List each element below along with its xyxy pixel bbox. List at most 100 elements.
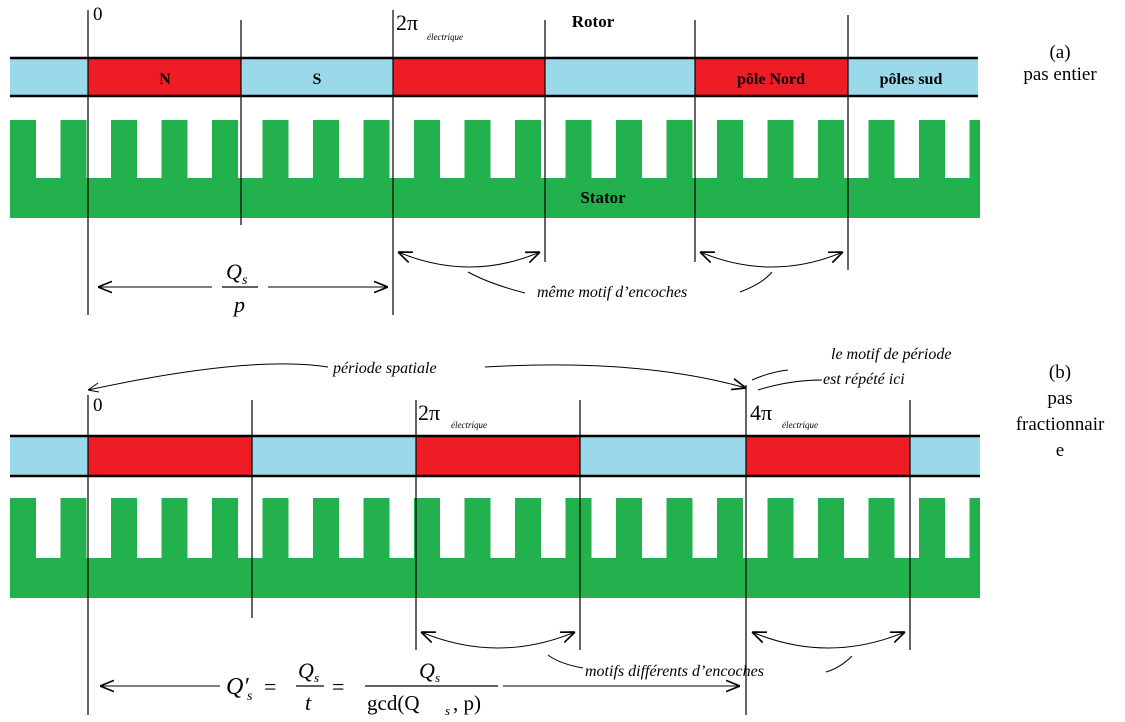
north-pole-segment — [88, 436, 252, 476]
stator-tooth — [464, 498, 491, 560]
two-pi-label-b: 2π — [418, 400, 440, 425]
stator-tooth — [262, 498, 289, 560]
south-pole-segment — [252, 436, 416, 476]
stator-a — [10, 120, 980, 218]
south-pole-segment — [910, 436, 980, 476]
formula-frac2-num-sub: s — [435, 670, 440, 685]
formula-frac2-den-sub: s — [445, 703, 450, 718]
stator-tooth — [565, 498, 592, 560]
formula-frac2-den-tail: , p) — [453, 691, 481, 715]
stator-tooth — [919, 120, 945, 180]
stator-tooth — [717, 120, 743, 180]
north-pole-segment — [88, 58, 241, 96]
stator-tooth — [60, 498, 87, 560]
stator-teeth — [10, 120, 980, 180]
south-pole-segment — [580, 436, 746, 476]
stator-tooth — [616, 498, 642, 560]
formula-frac1-den: t — [305, 690, 312, 715]
same-motif-arcs — [398, 252, 843, 294]
stator-tooth — [414, 120, 440, 180]
stator-tooth — [515, 498, 541, 560]
pole-label-n: N — [159, 71, 171, 88]
stator-tooth — [666, 120, 693, 180]
caption-b-line1: pas — [1047, 388, 1072, 409]
south-pole-segment — [10, 436, 88, 476]
pole-label-nord: pôle Nord — [737, 71, 805, 88]
caption-a-text: pas entier — [1023, 64, 1097, 85]
repeated-motif-line1: le motif de période — [831, 346, 951, 363]
zero-label-a: 0 — [93, 4, 103, 25]
caption-b-line2: fractionnair — [1016, 414, 1105, 435]
stator-tooth — [515, 120, 541, 180]
formula-eq2: = — [332, 674, 344, 699]
formula-numerator-q: Q — [226, 259, 242, 284]
panel-b: 0 2π électrique 4π électrique période sp… — [10, 346, 1105, 718]
different-motif-arcs — [421, 632, 905, 673]
formula-lhs: Q′ — [226, 674, 249, 700]
stator-yoke — [10, 178, 980, 218]
stator-tooth — [10, 498, 36, 560]
rotor-strip-b — [10, 434, 980, 478]
formula-eq1: = — [264, 674, 276, 699]
stator-tooth — [10, 120, 36, 180]
stator-tooth — [111, 498, 137, 560]
stator-tooth — [666, 498, 693, 560]
pole-pair-span: Q s p — [98, 259, 388, 317]
caption-b-letter: (b) — [1049, 362, 1071, 383]
formula-numerator-sub: s — [242, 273, 248, 288]
north-pole-segment — [416, 436, 580, 476]
electrique-label: électrique — [451, 420, 487, 430]
stator-tooth — [919, 498, 945, 560]
stator-tooth — [464, 120, 491, 180]
stator-tooth — [767, 120, 794, 180]
stator-tooth — [565, 120, 592, 180]
stator-tooth — [767, 498, 794, 560]
rotor-strip-a — [10, 56, 978, 98]
stator-tooth — [212, 498, 238, 560]
pole-label-sud: pôles sud — [880, 71, 943, 88]
stator-tooth — [414, 498, 440, 560]
formula-frac1-num: Q — [298, 658, 314, 683]
stator-tooth — [111, 120, 137, 180]
same-motif-label: même motif d’encoches — [537, 284, 687, 301]
stator-tooth — [717, 498, 743, 560]
zero-label-b: 0 — [93, 395, 103, 416]
electrique-label: électrique — [427, 32, 463, 42]
caption-a-letter: (a) — [1049, 42, 1070, 63]
caption-b-line3: e — [1056, 440, 1064, 461]
reference-lines-b — [87, 385, 911, 715]
pole-label-s: S — [313, 71, 322, 88]
north-pole-segment — [746, 436, 910, 476]
south-pole-segment — [848, 58, 978, 96]
south-pole-segment — [545, 58, 695, 96]
stator-tooth — [161, 498, 188, 560]
reference-lines-a — [87, 10, 849, 315]
south-pole-segment — [241, 58, 393, 96]
formula-frac2-num: Q — [419, 658, 435, 683]
stator-tooth — [818, 498, 844, 560]
north-pole-segment — [695, 58, 848, 96]
stator-tooth — [969, 120, 980, 180]
stator-tooth — [969, 498, 980, 560]
spatial-period-label: période spatiale — [332, 360, 437, 377]
panel-a: N S pôle Nord pôles sud 0 2π électrique … — [10, 4, 1097, 317]
formula-frac2-den: gcd(Q — [367, 691, 419, 715]
electrique-label: électrique — [782, 420, 818, 430]
stator-tooth — [262, 120, 289, 180]
stator-tooth — [363, 120, 390, 180]
formula-denominator-p: p — [232, 292, 245, 317]
stator-tooth — [161, 120, 188, 180]
stator-tooth — [616, 120, 642, 180]
stator-teeth — [10, 498, 980, 560]
formula-lhs-sub: s — [247, 689, 253, 704]
stator-tooth — [868, 498, 895, 560]
stator-tooth — [60, 120, 87, 180]
stator-tooth — [818, 120, 844, 180]
stator-yoke — [10, 558, 980, 598]
two-pi-label-a: 2π — [396, 10, 418, 35]
north-pole-segment — [393, 58, 545, 96]
rotor-label: Rotor — [572, 12, 615, 31]
formula-frac1-num-sub: s — [314, 670, 319, 685]
four-pi-label: 4π — [750, 400, 772, 425]
